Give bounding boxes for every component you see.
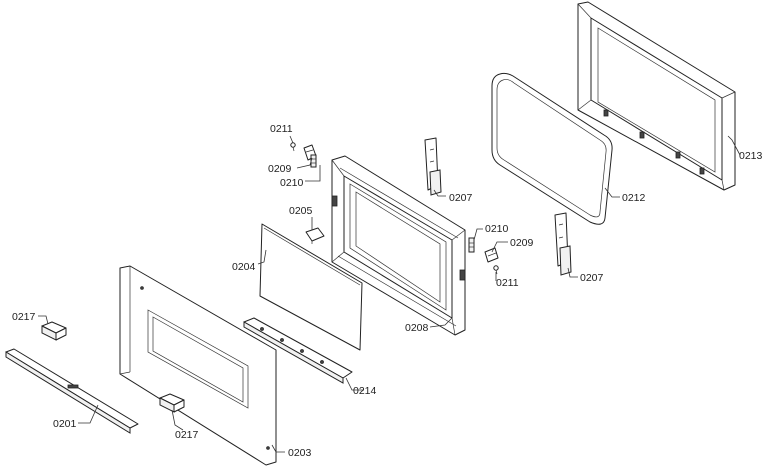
part-0201-handle <box>5 348 139 434</box>
part-labels: 0211 0209 0210 0205 0204 0207 0210 0209 … <box>12 123 763 459</box>
label-0209-lower: 0209 <box>510 237 534 249</box>
label-0210-upper: 0210 <box>280 177 304 189</box>
label-0214: 0214 <box>353 385 377 397</box>
part-0209-clip-lower <box>484 247 499 263</box>
part-0212-gasket <box>491 72 613 225</box>
label-0217-left: 0217 <box>12 311 36 323</box>
label-0205: 0205 <box>289 205 313 217</box>
label-0211-lower: 0211 <box>496 277 519 289</box>
label-0207-lower: 0207 <box>580 272 604 284</box>
part-0217-end-cap-right <box>159 393 185 413</box>
part-0211-screw-lower <box>493 265 499 275</box>
part-0207-hinge-lower <box>554 212 572 276</box>
label-0203: 0203 <box>288 447 312 459</box>
label-0212: 0212 <box>622 192 646 204</box>
part-0207-hinge-upper <box>424 137 442 196</box>
label-0210-lower: 0210 <box>485 223 509 235</box>
label-0211-upper: 0211 <box>270 123 293 135</box>
label-0208: 0208 <box>405 322 429 334</box>
leader-lines <box>38 135 741 453</box>
part-0208-inner-frame <box>331 155 466 336</box>
label-0209-upper: 0209 <box>268 163 292 175</box>
part-0211-screw-upper <box>290 142 296 152</box>
part-0204-glass-panel <box>259 223 363 351</box>
label-0207-upper: 0207 <box>449 192 473 204</box>
part-0214-strip <box>243 317 353 384</box>
label-0217-right: 0217 <box>175 429 199 441</box>
part-0217-end-cap-left <box>41 321 67 341</box>
label-0213: 0213 <box>739 150 763 162</box>
label-0204: 0204 <box>232 261 256 273</box>
part-0210-spring-upper <box>310 154 317 168</box>
part-0203-outer-door <box>119 265 277 466</box>
label-0201: 0201 <box>53 418 77 430</box>
part-0213-outer-frame <box>577 1 736 191</box>
part-0210-spring-lower <box>468 237 475 253</box>
part-0205-block <box>305 227 325 244</box>
